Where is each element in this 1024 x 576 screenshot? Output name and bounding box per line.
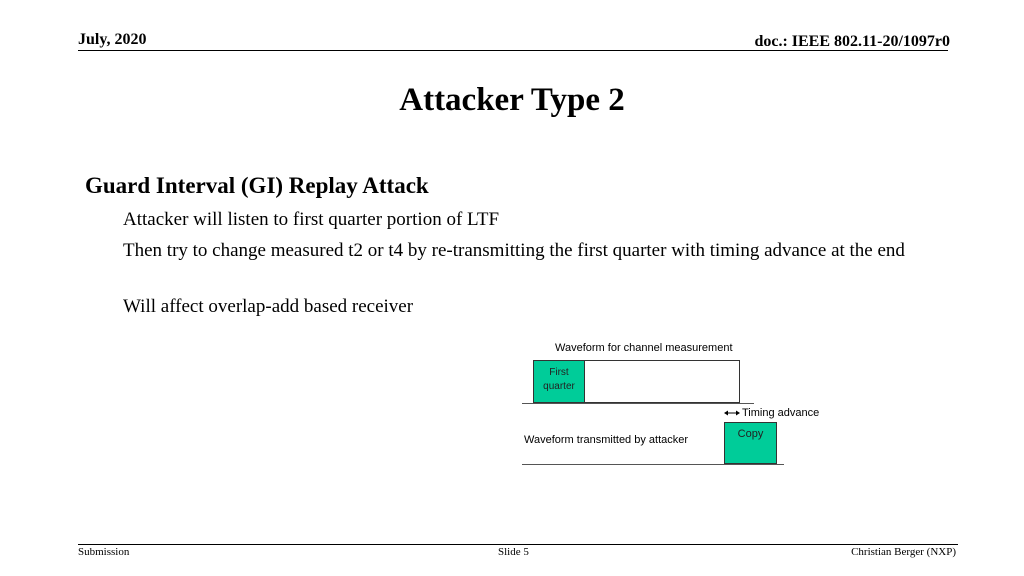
- bullet-item: Will affect overlap-add based receiver: [123, 296, 414, 317]
- header-date: July, 2020: [78, 31, 147, 48]
- first-quarter-label: First quarter: [543, 367, 575, 392]
- first-quarter-box: First quarter: [533, 360, 585, 403]
- attacker-waveform-label: Waveform transmitted by attacker: [524, 434, 689, 446]
- header-divider: [78, 50, 948, 51]
- footer-author: Christian Berger (NXP): [851, 546, 956, 558]
- double-arrow-icon: [724, 410, 740, 416]
- ltf-waveform-box: [584, 360, 740, 403]
- footer-slide-number: Slide 5: [498, 546, 529, 558]
- section-heading: Guard Interval (GI) Replay Attack: [85, 173, 429, 198]
- timing-advance-label: Timing advance: [742, 407, 820, 419]
- bullet-item: Then try to change measured t2 or t4 by …: [123, 240, 905, 261]
- bullet-item: Attacker will listen to first quarter po…: [123, 209, 500, 230]
- slide-title: Attacker Type 2: [399, 82, 625, 118]
- copy-label: Copy: [737, 428, 764, 440]
- channel-measurement-label: Waveform for channel measurement: [555, 342, 733, 354]
- measurement-baseline: [522, 403, 754, 404]
- attacker-baseline: [522, 464, 784, 465]
- copy-box: Copy: [724, 422, 777, 464]
- footer-divider: [78, 544, 958, 545]
- header-doc-id: doc.: IEEE 802.11-20/1097r0: [754, 33, 950, 50]
- footer-submission: Submission: [78, 546, 130, 558]
